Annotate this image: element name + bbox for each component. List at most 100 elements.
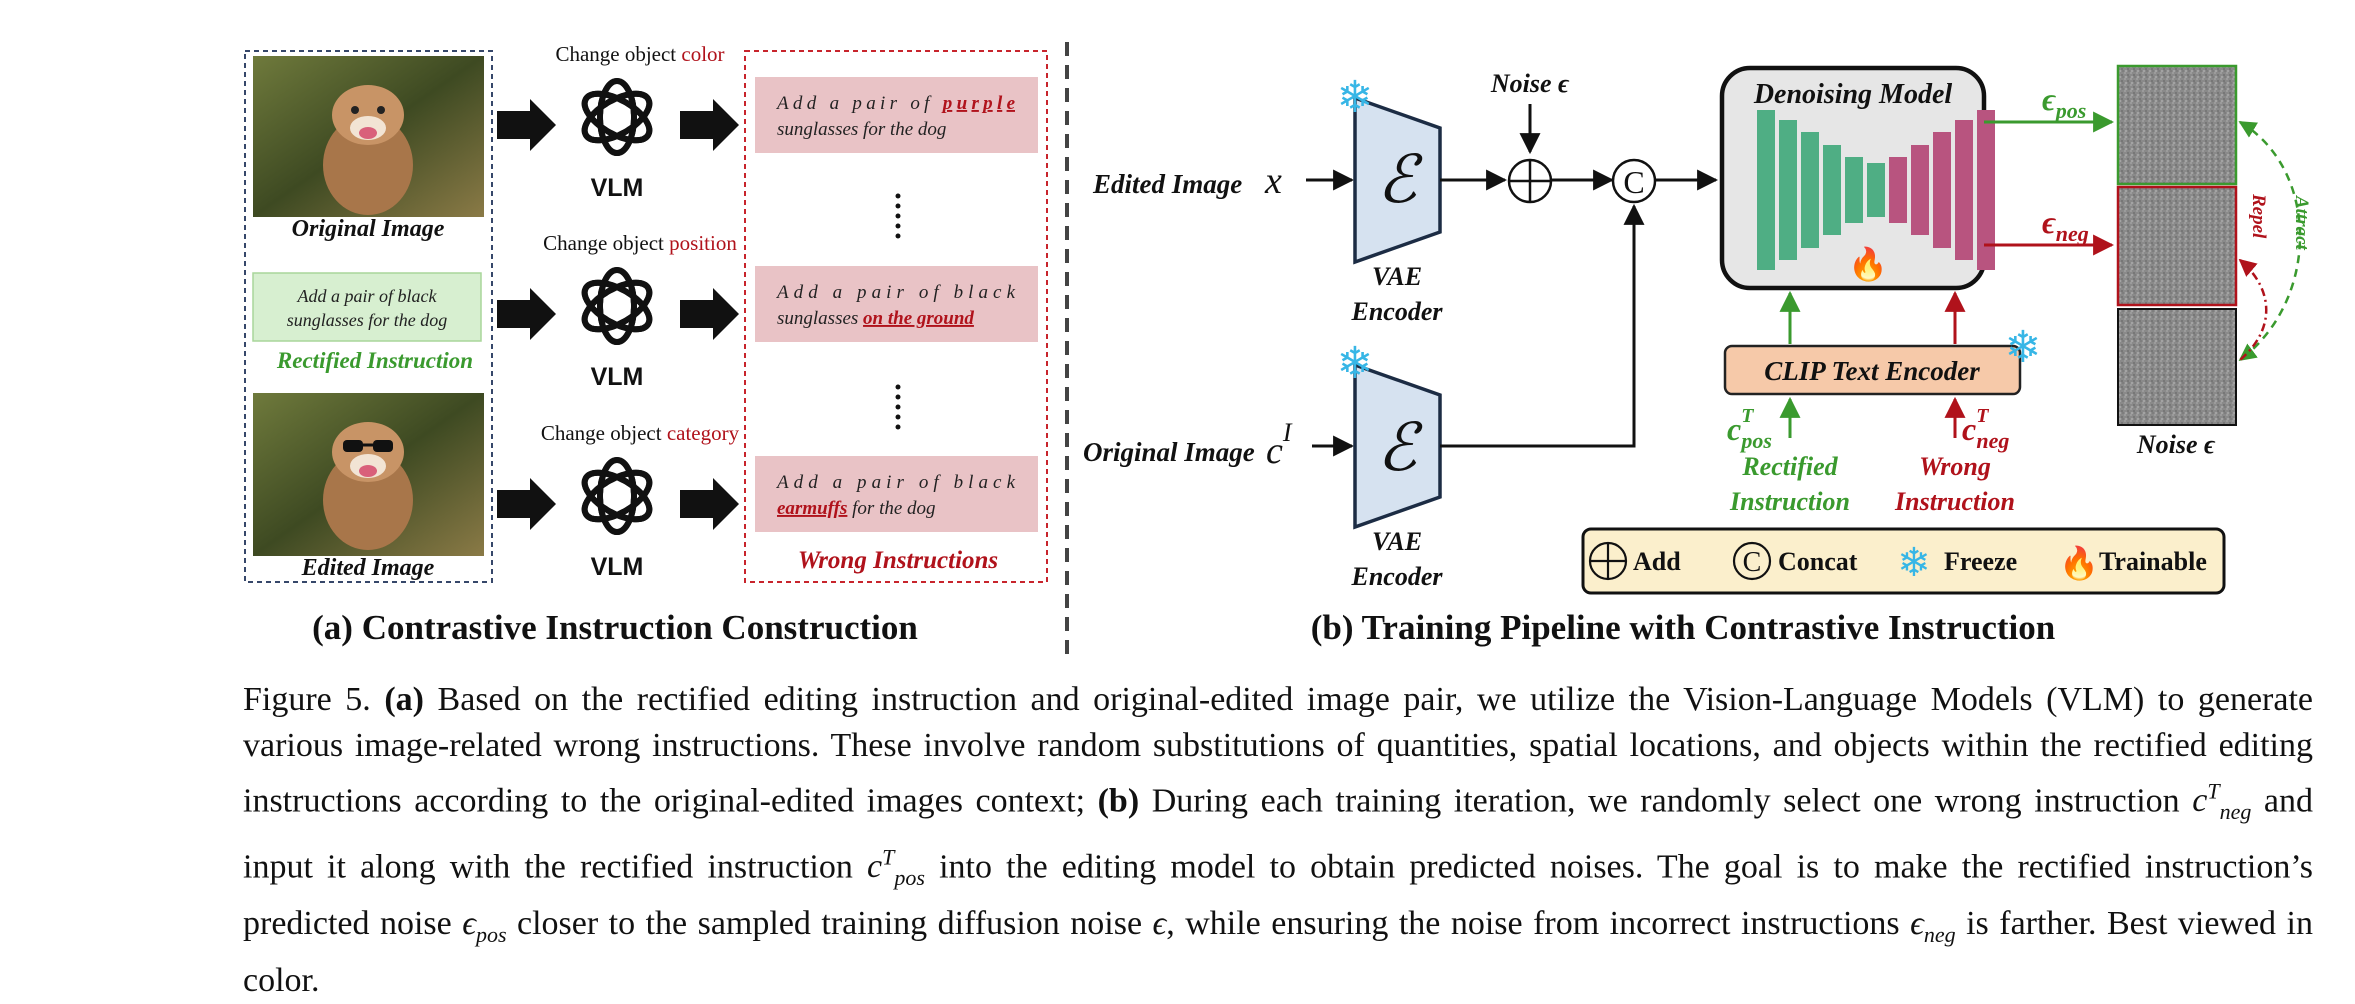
attract-arc bbox=[2238, 120, 2302, 362]
svg-text:C: C bbox=[1743, 547, 1762, 578]
edited-image-label: Edited Image bbox=[301, 555, 435, 581]
repel-label: Repel bbox=[2248, 193, 2269, 239]
wrong-instructions-frame bbox=[744, 50, 1048, 583]
wrong-instruction-line2: sunglasses for the dog bbox=[777, 119, 946, 140]
arrow-right-icon bbox=[497, 288, 556, 340]
caption-a-label: (a) bbox=[384, 681, 425, 718]
legend-concat-label: Concat bbox=[1778, 547, 1858, 576]
vae-encoder-top bbox=[1353, 95, 1442, 265]
change-object-label: Change object position bbox=[543, 231, 737, 255]
arrow-right-icon bbox=[680, 478, 739, 530]
wrong-instruction-line2: Instruction bbox=[1894, 487, 2015, 516]
flame-icon: 🔥 bbox=[1848, 245, 1888, 283]
arrow-right-icon bbox=[680, 99, 739, 151]
legend-trainable-label: Trainable bbox=[2099, 547, 2207, 576]
legend-freeze-label: Freeze bbox=[1944, 547, 2017, 576]
unet-layer-bar bbox=[1823, 145, 1841, 235]
unet-layer-bar bbox=[1955, 120, 1973, 260]
rectified-instruction-line2: Instruction bbox=[1729, 487, 1850, 516]
caption-c-pos: cTpos bbox=[867, 845, 925, 891]
encoder-to-concat-path bbox=[1440, 203, 1645, 448]
unet-layer-bar bbox=[1801, 132, 1819, 248]
vae-label-top-1: VAE bbox=[1372, 262, 1422, 291]
change-object-label: Change object color bbox=[555, 42, 724, 66]
vae-label-bottom-2: Encoder bbox=[1351, 562, 1444, 591]
vae-label-top-2: Encoder bbox=[1351, 297, 1444, 326]
wrong-instruction-box bbox=[755, 266, 1038, 342]
svg-text:C: C bbox=[1623, 164, 1644, 200]
legend-add-label: Add bbox=[1633, 547, 1681, 576]
rectified-instruction-text-2: sunglasses for the dog bbox=[287, 310, 448, 330]
caption-text-a: Based on the rectified editing instructi… bbox=[243, 681, 2313, 820]
vlm-logo-icon bbox=[581, 457, 653, 535]
encoder-top-glyph: ℰ bbox=[1377, 144, 1423, 217]
wrong-dots-2 bbox=[895, 384, 901, 430]
wrong-instruction-box bbox=[755, 77, 1038, 153]
vlm-logo-icon bbox=[581, 267, 653, 345]
original-image-symbol: cI bbox=[1266, 418, 1293, 472]
caption-eps-neg: ϵneg bbox=[1910, 905, 1956, 948]
unet-bars bbox=[1757, 110, 1995, 270]
arrow-right-icon bbox=[497, 478, 556, 530]
edited-image bbox=[253, 393, 484, 556]
snowflake-icon: ❄ bbox=[1337, 72, 1374, 123]
concat-icon: C bbox=[1611, 158, 1657, 204]
wrong-instruction-line2: sunglasses on the ground bbox=[777, 308, 974, 329]
clip-text-encoder-label: CLIP Text Encoder bbox=[1764, 356, 1980, 386]
wrong-instruction-line1: Wrong bbox=[1919, 452, 1991, 481]
caption-c-neg: cTneg bbox=[2192, 779, 2252, 825]
vlm-label: VLM bbox=[591, 174, 644, 202]
caption-eps-pos: ϵpos bbox=[462, 905, 507, 948]
clip-text-encoder-box bbox=[1723, 344, 2022, 396]
vae-label-bottom-1: VAE bbox=[1372, 527, 1422, 556]
legend-add-icon bbox=[1588, 541, 1628, 581]
noise-input-label: Noise ϵ bbox=[1490, 69, 1570, 98]
unet-layer-bar bbox=[1867, 163, 1885, 217]
wrong-dots-1 bbox=[895, 193, 901, 239]
caption-text-b2: and input it along with the rectified in… bbox=[243, 782, 2313, 886]
caption-text-b3: into the editing model to obtain predict… bbox=[243, 848, 2313, 943]
unet-layer-bar bbox=[1933, 132, 1951, 248]
unet-layer-bar bbox=[1977, 110, 1995, 270]
caption-text-b1: During each training iteration, we rando… bbox=[1139, 782, 2193, 820]
legend-concat-icon: C bbox=[1732, 541, 1772, 581]
snowflake-icon: ❄ bbox=[1337, 338, 1374, 389]
wrong-instructions-label: Wrong Instructions bbox=[798, 547, 998, 574]
noise-neg-image bbox=[2116, 185, 2238, 307]
unet-layer-bar bbox=[1911, 145, 1929, 235]
noise-gt-image bbox=[2117, 308, 2237, 426]
vae-encoder-bottom bbox=[1353, 362, 1442, 530]
unet-layer-bar bbox=[1845, 157, 1863, 223]
unet-layer-bar bbox=[1889, 157, 1907, 223]
encoder-bottom-glyph: ℰ bbox=[1377, 412, 1423, 485]
eps-pos-label: ϵpos bbox=[2042, 81, 2086, 123]
denoising-model-title: Denoising Model bbox=[1753, 79, 1953, 110]
figure-canvas: Original Image Add a pair of black sungl… bbox=[244, 42, 2312, 655]
vlm-logo-icon bbox=[581, 78, 653, 156]
unet-layer-bar bbox=[1779, 120, 1797, 260]
repel-arc bbox=[2238, 258, 2268, 361]
wrong-instruction-box bbox=[755, 456, 1038, 532]
change-object-label: Change object category bbox=[541, 421, 740, 445]
figure-caption: Figure 5. (a) Based on the rectified edi… bbox=[243, 677, 2313, 1004]
edited-image-symbol: x bbox=[1264, 160, 1282, 202]
original-image bbox=[253, 56, 484, 217]
noise-output-label: Noise ϵ bbox=[2136, 430, 2216, 459]
image-column-frame bbox=[244, 50, 493, 583]
rectified-instruction-text-1: Add a pair of black bbox=[297, 286, 438, 306]
snowflake-icon: ❄ bbox=[2005, 322, 2042, 373]
wrong-instruction-line2: earmuffs for the dog bbox=[777, 498, 936, 519]
rectified-instruction-label: Rectified Instruction bbox=[276, 348, 473, 373]
unet-layer-bar bbox=[1757, 110, 1775, 270]
attract-label: Attract bbox=[2291, 195, 2312, 251]
snowflake-icon: ❄ bbox=[1897, 540, 1931, 586]
arrow-right-icon bbox=[497, 99, 556, 151]
eps-neg-label: ϵneg bbox=[2042, 204, 2089, 246]
edited-image-input-label: Edited Image bbox=[1092, 169, 1242, 199]
panel-b-title: (b) Training Pipeline with Contrastive I… bbox=[1311, 608, 2055, 647]
rectified-instruction-box bbox=[252, 272, 482, 342]
caption-text-b4: closer to the sampled training diffusion… bbox=[506, 905, 1153, 943]
